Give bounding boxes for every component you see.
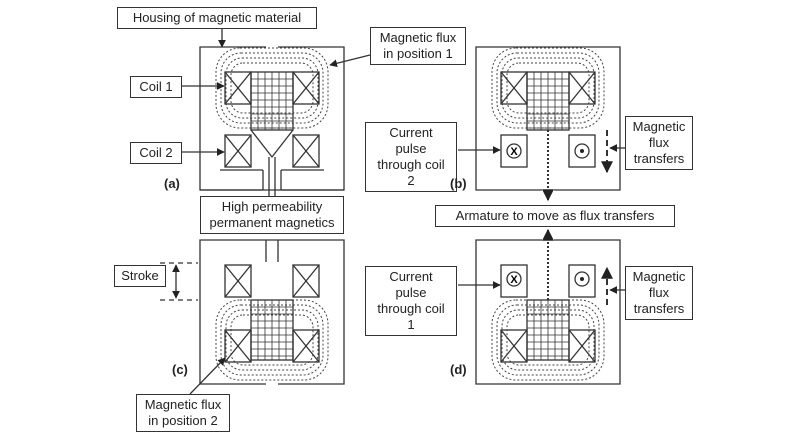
line: through coil 1 bbox=[377, 301, 445, 332]
line: in position 1 bbox=[383, 46, 453, 61]
flux-line-position-1 bbox=[230, 62, 314, 114]
housing-d bbox=[475, 239, 621, 385]
flux-2-pointer bbox=[189, 357, 226, 395]
coil-c-upper-left-cross bbox=[224, 264, 252, 298]
flux-line-position-1 bbox=[215, 47, 329, 129]
line: in position 2 bbox=[148, 413, 218, 428]
line: High permeability bbox=[221, 199, 323, 214]
coil-c-lower-right bbox=[292, 329, 320, 363]
housing-c bbox=[199, 239, 345, 385]
caption-d: (d) bbox=[450, 362, 467, 377]
coil-2-right bbox=[292, 134, 320, 168]
armature-label: Armature to move as flux transfers bbox=[435, 205, 675, 227]
line: through coil 2 bbox=[377, 157, 445, 188]
coil-c-upper-right bbox=[292, 264, 320, 298]
housing-b bbox=[475, 46, 621, 191]
line: Magnetic flux bbox=[144, 397, 222, 412]
line: Current pulse bbox=[389, 269, 433, 300]
coil-d-lower-right-cross bbox=[568, 329, 596, 363]
line: Magnetic flux bbox=[379, 30, 457, 45]
current-in-x: X bbox=[510, 274, 518, 286]
coil-1-right-cross bbox=[292, 71, 320, 105]
line: transfers bbox=[633, 151, 685, 166]
flux-line-b bbox=[506, 62, 590, 114]
coil-2-left-cross bbox=[224, 134, 252, 168]
housing-a bbox=[199, 46, 345, 191]
coil-c-lower-right-cross bbox=[292, 329, 320, 363]
coil-1-label: Coil 1 bbox=[130, 76, 182, 98]
coil-d-upper-left bbox=[500, 264, 528, 298]
current-out-symbol-b bbox=[574, 143, 590, 159]
current-in-symbol-b bbox=[506, 143, 522, 159]
coil-d-lower-left-cross bbox=[500, 329, 528, 363]
coil-b-lower-right bbox=[568, 134, 596, 168]
current-out-dot bbox=[580, 277, 584, 281]
line: Current pulse bbox=[389, 125, 433, 156]
coil-c-lower-left-cross bbox=[224, 329, 252, 363]
line: flux bbox=[648, 135, 670, 150]
coil-1-left-cross bbox=[224, 71, 252, 105]
current-in-x: X bbox=[510, 146, 518, 158]
flux-1-pointer bbox=[329, 54, 371, 68]
coil-d-upper-right bbox=[568, 264, 596, 298]
stroke-label: Stroke bbox=[114, 265, 166, 287]
line: permanent magnetics bbox=[209, 215, 335, 230]
flux-line-b bbox=[501, 57, 595, 119]
housing-label: Housing of magnetic material bbox=[117, 7, 317, 29]
coil-c-upper-right-cross bbox=[292, 264, 320, 298]
coil-c-lower-left bbox=[224, 329, 252, 363]
line: flux bbox=[648, 285, 670, 300]
current-out-symbol-d bbox=[574, 271, 590, 287]
flux-line-d bbox=[496, 304, 600, 376]
coil-2-right-cross bbox=[292, 134, 320, 168]
caption-b: (b) bbox=[450, 176, 467, 191]
line: transfers bbox=[633, 301, 685, 316]
current-out-dot bbox=[580, 149, 584, 153]
caption-c: (c) bbox=[172, 362, 188, 377]
permanent-magnet-a bbox=[250, 129, 294, 159]
coil-b-upper-right-cross bbox=[568, 71, 596, 105]
flux-line-b bbox=[491, 47, 605, 129]
caption-a: (a) bbox=[164, 176, 180, 191]
coil-2-label: Coil 2 bbox=[130, 142, 182, 164]
coil-b-upper-left-cross bbox=[500, 71, 528, 105]
coil-b-lower-left bbox=[500, 134, 528, 168]
current-in-symbol-d bbox=[506, 271, 522, 287]
line: Magnetic bbox=[632, 269, 686, 284]
flux-line-position-2 bbox=[220, 304, 324, 376]
coil-c-upper-left bbox=[224, 264, 252, 298]
line: Magnetic bbox=[632, 119, 686, 134]
flux-line-position-1 bbox=[225, 57, 319, 119]
coil-2-left bbox=[224, 134, 252, 168]
